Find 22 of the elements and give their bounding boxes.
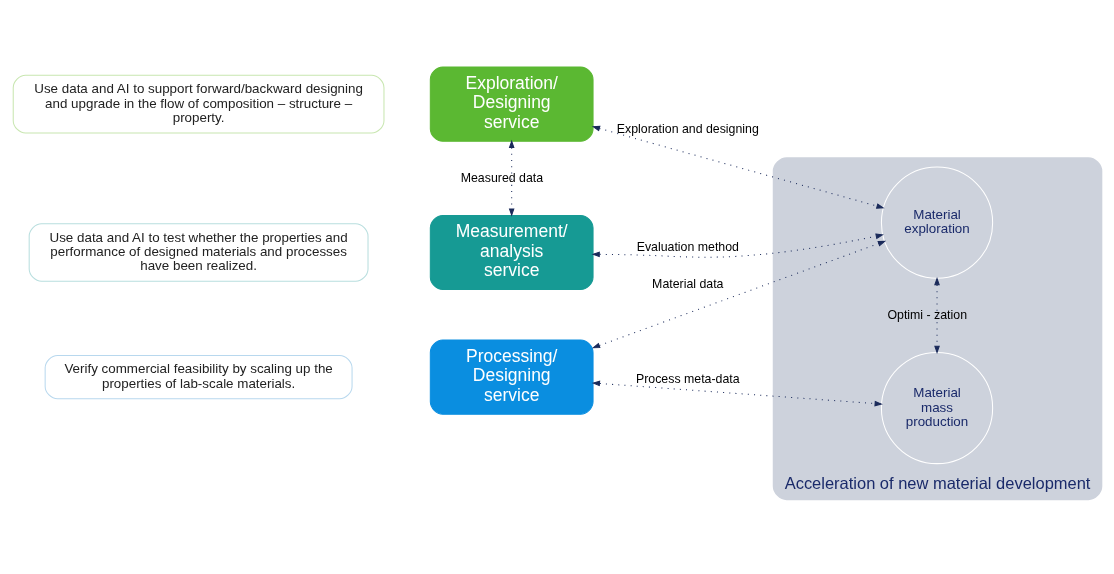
- node-box: Use data and AI to support forward/backward designing and upgrade in the flow of composition – structure – property.: [12, 74, 385, 134]
- node-box: Exploration/ Designing service: [429, 66, 594, 142]
- arrow: [591, 380, 883, 407]
- node-box: Processing/ Designing service: [429, 339, 594, 415]
- node-box: Use data and AI to test whether the properties and performance of designed materials and processes have been realized.: [28, 223, 369, 282]
- arrow: [591, 240, 887, 349]
- node-circle: Material exploration: [880, 166, 994, 279]
- edge-label: Material data: [652, 277, 724, 292]
- edge-label: Measured data: [460, 170, 544, 185]
- node-circle: Material mass production: [880, 351, 994, 465]
- edge-label: Optimi - zation: [887, 307, 968, 322]
- arrow: [934, 276, 940, 354]
- edge-label: Process meta-data: [635, 371, 740, 386]
- arrow: [591, 233, 884, 258]
- edge-label: Exploration and designing: [616, 121, 759, 136]
- arrow: [591, 125, 885, 209]
- edge-label: Evaluation method: [636, 240, 739, 255]
- arrow: [508, 139, 515, 217]
- node-box: Measurement/ analysis service: [429, 214, 594, 291]
- node-box: Verify commercial feasibility by scaling up the properties of lab-scale materials.: [44, 354, 353, 400]
- cluster: [772, 157, 1103, 501]
- node-label: Acceleration of new material development: [784, 474, 1091, 493]
